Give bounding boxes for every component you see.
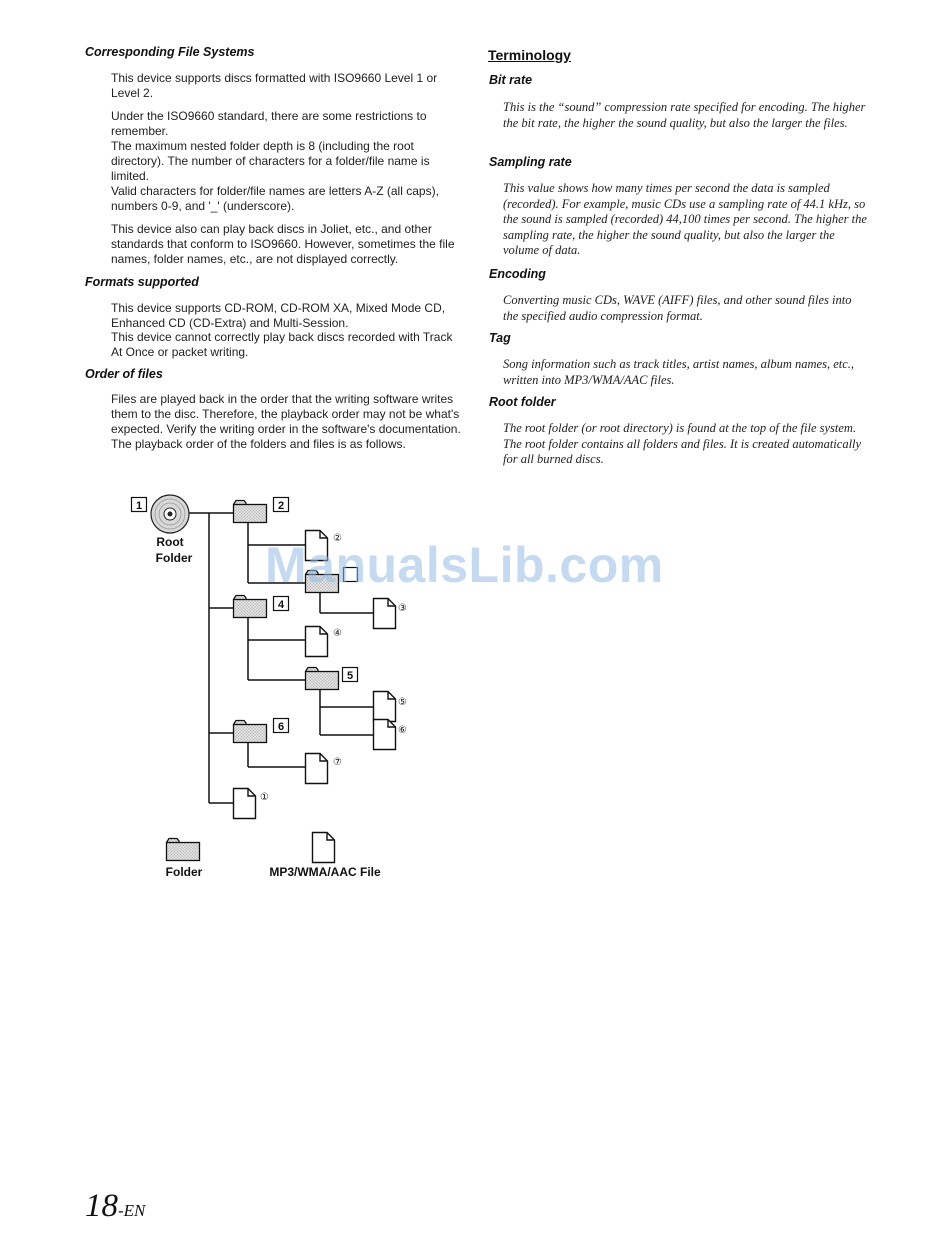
paragraph-restrictions: Under the ISO9660 standard, there are so… [111,109,427,138]
file-6-number: ⑥ [398,725,407,736]
file-icon-6 [372,718,397,751]
file-icon-7 [304,752,329,785]
root-label-line2: Folder [156,551,193,565]
root-number-box [130,496,148,513]
term-bit-rate: Bit rate [489,73,533,87]
legend-folder-label: Folder [166,865,203,879]
root-label-line1: Root [156,535,183,549]
folder-icon-4 [232,594,268,619]
paragraph-formats: This device supports CD-ROM, CD-ROM XA, … [111,301,446,330]
paragraph-order-of-files: Files are played back in the order that … [111,392,461,451]
definition-sampling-rate: This value shows how many times per seco… [503,181,867,258]
legend-folder-icon [165,837,201,862]
file-icon-4 [304,625,329,658]
paragraph-folder-depth: The maximum nested folder depth is 8 (in… [111,139,430,183]
term-tag: Tag [489,331,511,345]
term-encoding: Encoding [489,267,546,281]
page-number-suffix: -EN [118,1201,146,1220]
folder-4-number-box [272,595,290,612]
file-2-number: ② [333,533,342,544]
folder-4-number: 4 [278,599,285,611]
file-5-number: ⑤ [398,697,407,708]
root-number: 1 [136,500,142,512]
section-heading-formats: Formats supported [85,275,199,289]
root-disc-icon [150,494,190,534]
terminology-title: Terminology [488,47,571,63]
folder-2-number: 2 [278,500,284,512]
folder-2-number-box [272,496,290,513]
paragraph-joliet: This device also can play back discs in … [111,222,455,266]
definition-encoding: Converting music CDs, WAVE (AIFF) files,… [503,293,852,323]
file-icon-3 [372,597,397,630]
file-1-number: ① [260,792,269,803]
watermark: ManualsLib.com [265,537,664,593]
definition-bit-rate: This is the “sound” compression rate spe… [503,100,866,130]
file-7-number: ⑦ [333,757,342,768]
folder-icon-2 [232,499,268,524]
folder-icon-6 [232,719,268,744]
term-root-folder: Root folder [489,395,556,409]
page-number-digits: 18 [85,1188,118,1224]
folder-6-number: 6 [278,721,284,733]
term-sampling-rate: Sampling rate [489,155,572,169]
file-3-number: ③ [398,603,407,614]
file-icon-5 [372,690,397,723]
paragraph-iso-support: This device supports discs formatted wit… [111,71,438,100]
legend-file-label: MP3/WMA/AAC File [269,865,381,879]
folder-5-number: 5 [347,670,353,682]
paragraph-valid-characters: Valid characters for folder/file names a… [111,184,439,213]
page-number: 18-EN [85,1188,145,1225]
folder-icon-5 [304,666,340,691]
folder-6-number-box [272,717,290,734]
section-heading-file-systems: Corresponding File Systems [85,45,255,59]
definition-tag: Song information such as track titles, a… [503,357,855,387]
file-icon-1 [232,787,257,820]
legend-file-icon [311,831,336,864]
section-heading-order: Order of files [85,367,163,381]
file-4-number: ④ [333,628,342,639]
paragraph-track-at-once: This device cannot correctly play back d… [111,330,453,359]
folder-3-number-box [342,566,359,583]
tree-connectors [186,512,373,804]
definition-root-folder: The root folder (or root directory) is f… [503,421,862,467]
folder-5-number-box [341,666,359,683]
